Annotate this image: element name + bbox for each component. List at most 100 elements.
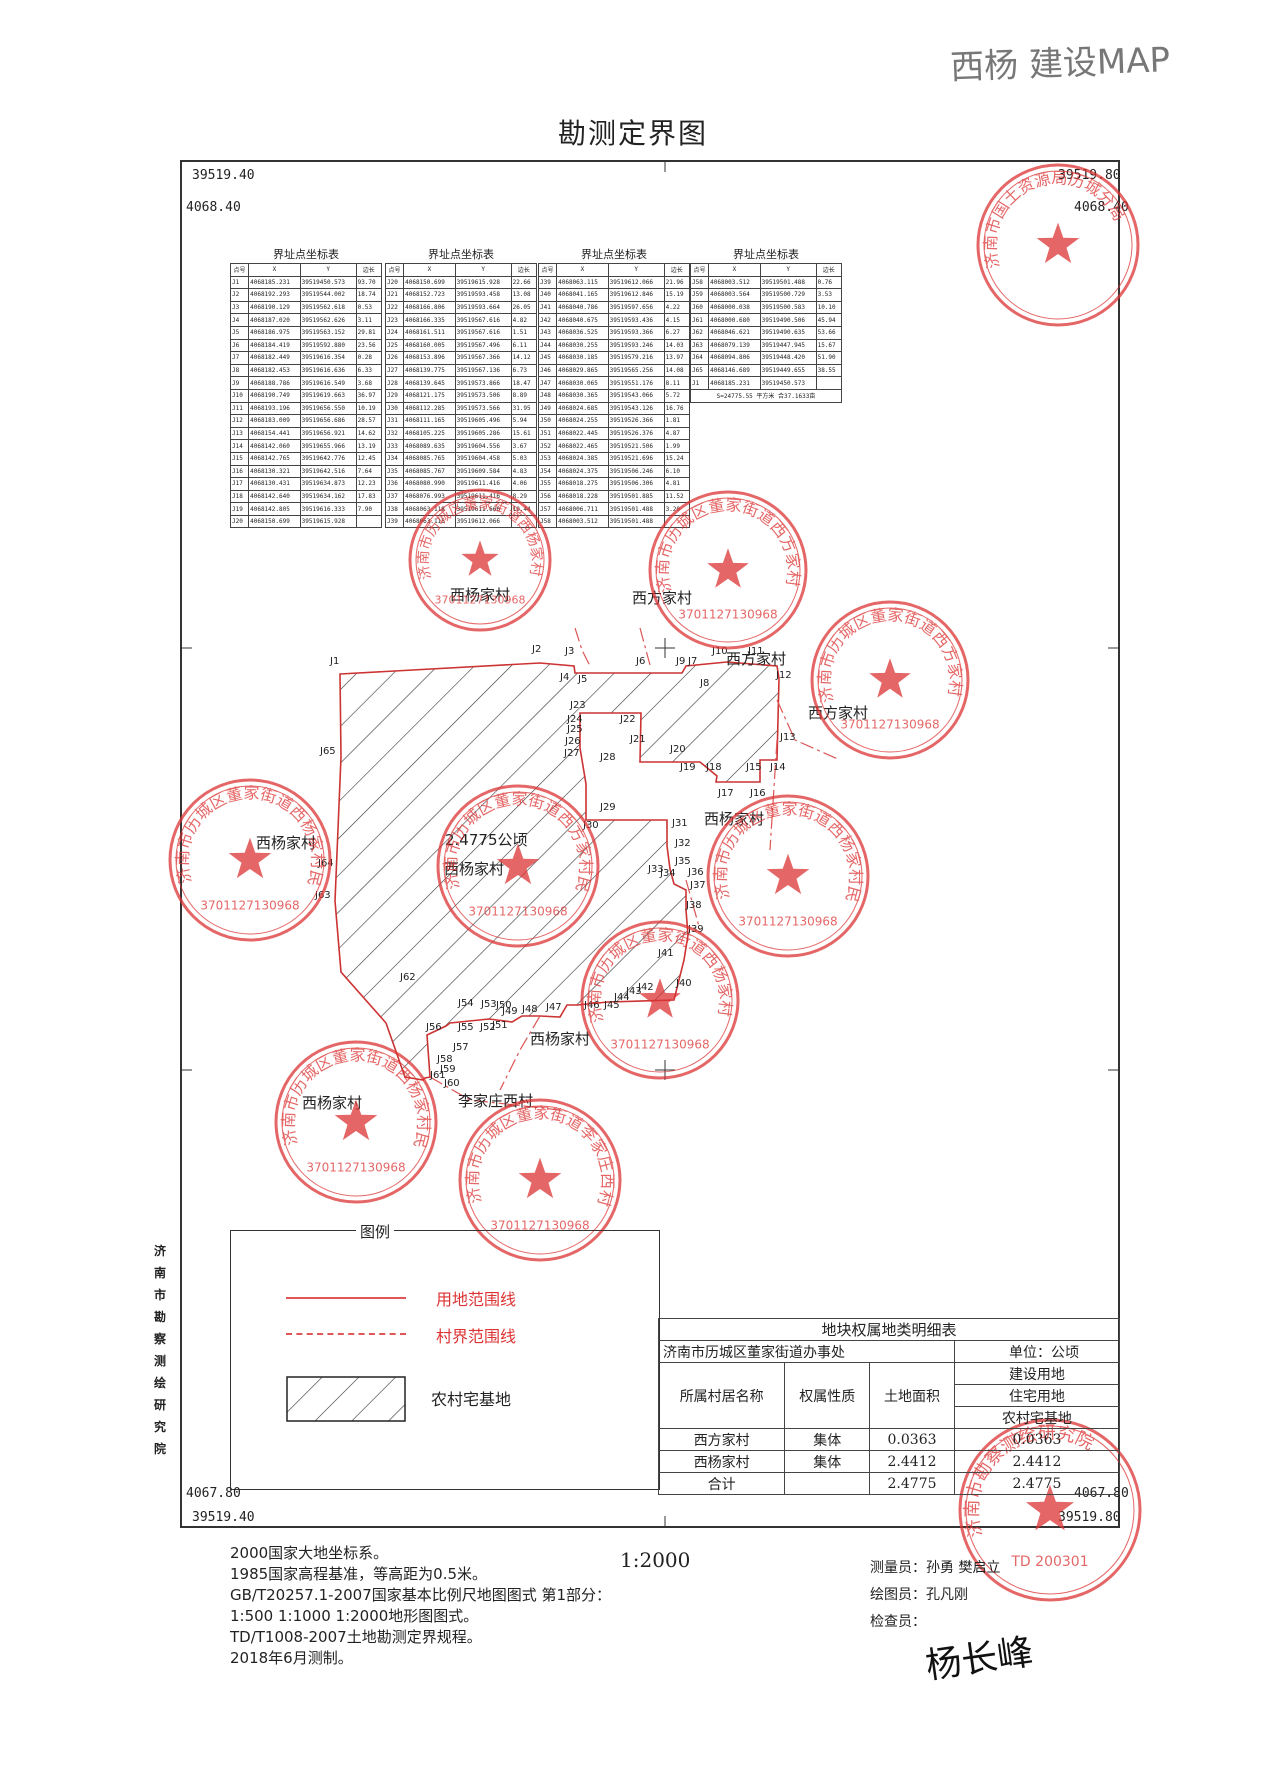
boundary-point-label: J37 xyxy=(689,880,706,891)
cell: 1.51 xyxy=(510,325,538,340)
village-label: 西杨家村 xyxy=(530,1030,590,1048)
boundary-point-label: J7 xyxy=(687,656,697,667)
boundary-point-label: J46 xyxy=(583,1000,600,1011)
staff-inspector: 检查员： xyxy=(870,1614,926,1630)
village-label: 西方家村 xyxy=(726,650,786,668)
boundary-point-label: J24 xyxy=(566,714,583,725)
svg-text:3701127130968: 3701127130968 xyxy=(468,905,567,919)
cell: J40 xyxy=(537,288,558,302)
boundary-point-label: J60 xyxy=(443,1078,460,1089)
star-icon xyxy=(1036,222,1080,264)
cell: 14.12 xyxy=(510,351,538,365)
cell: 39519612.066 xyxy=(454,514,512,529)
boundary-point-label: J8 xyxy=(699,678,709,689)
cell: 45.94 xyxy=(815,313,843,327)
cell: J20 xyxy=(229,514,250,529)
legend-item-homestead: 农村宅基地 xyxy=(431,1390,512,1409)
star-icon xyxy=(707,548,749,588)
boundary-point-label: J59 xyxy=(439,1064,456,1075)
boundary-point-label: J14 xyxy=(769,762,786,773)
boundary-point-label: J62 xyxy=(399,972,416,983)
boundary-point-label: J47 xyxy=(545,1002,562,1013)
boundary-point-label: J16 xyxy=(749,788,766,799)
village-label: 西杨家村 xyxy=(256,834,316,852)
star-icon xyxy=(639,978,681,1018)
boundary-point-label: J23 xyxy=(569,700,586,711)
cell: J7 xyxy=(229,351,250,365)
ownership-org: 济南市历城区董家街道办事处 xyxy=(658,1340,955,1363)
cell: 15.67 xyxy=(815,338,843,353)
footer-note: 1985国家高程基准，等高距为0.5米。 xyxy=(230,1565,488,1583)
table-row: 西杨家村 集体 2.4412 2.4412 xyxy=(657,1450,1121,1473)
star-icon xyxy=(518,1157,562,1199)
legend-hatch-swatch xyxy=(286,1376,406,1422)
official-stamp: 济南市历城区董家街道西方家村民委员会3701127130968 xyxy=(0,0,808,650)
boundary-point-label: J21 xyxy=(629,734,646,745)
boundary-point-label: J43 xyxy=(625,986,642,997)
official-stamp: 济南市历城区董家街道西杨家村民委员会3701127130968 xyxy=(0,0,332,942)
svg-text:3701127130968: 3701127130968 xyxy=(840,717,939,731)
cell: J41 xyxy=(537,300,558,315)
boundary-point-label: J28 xyxy=(599,752,616,763)
cell: 6.27 xyxy=(663,325,691,340)
boundary-point-label: J40 xyxy=(675,978,692,989)
svg-text:3701127130968: 3701127130968 xyxy=(200,899,299,913)
boundary-point-label: J15 xyxy=(745,762,762,773)
boundary-point-label: J5 xyxy=(577,674,587,685)
boundary-point-label: J3 xyxy=(564,646,574,657)
boundary-point-label: J64 xyxy=(317,858,334,869)
footer-note: 2018年6月测制。 xyxy=(230,1649,353,1667)
table-row: 西方家村 集体 0.0363 0.0363 xyxy=(657,1428,1121,1451)
cell: J51 xyxy=(537,426,558,441)
svg-text:3701127130968: 3701127130968 xyxy=(306,1161,405,1175)
legend-line-solid xyxy=(286,1297,406,1299)
boundary-point-label: J65 xyxy=(319,746,336,757)
cell: J65 xyxy=(689,363,710,378)
boundary-point-label: J35 xyxy=(674,856,691,867)
area-summary: S=24775.55 平方米 合37.1633亩 xyxy=(690,388,842,403)
boundary-point-label: J36 xyxy=(687,867,704,878)
cell: 集体 xyxy=(784,1450,871,1473)
legend-box: 图例 用地范围线 村界范围线 农村宅基地 xyxy=(230,1221,660,1490)
svg-text:济南市历城区董家街道西杨家村民委员会: 济南市历城区董家街道西杨家村民委员会 xyxy=(0,0,545,581)
footer-note: 1:500 1:1000 1:2000地形图图式。 xyxy=(230,1607,479,1625)
svg-text:3701127130968: 3701127130968 xyxy=(678,607,777,621)
boundary-point-label: J30 xyxy=(582,820,599,831)
boundary-point-label: J33 xyxy=(647,864,664,875)
ownership-unit: 单位：公顷 xyxy=(953,1340,1121,1363)
point-table-caption: 界址点坐标表 xyxy=(733,248,799,261)
cell: 0.0363 xyxy=(953,1428,1121,1451)
boundary-point-label: J18 xyxy=(705,762,722,773)
boundary-point-label: J17 xyxy=(717,788,734,799)
footer-note: 2000国家大地坐标系。 xyxy=(230,1544,389,1562)
cell: J54 xyxy=(537,464,558,479)
coord-top-left-y: 4068.40 xyxy=(186,200,241,215)
point-table-caption: 界址点坐标表 xyxy=(428,248,494,261)
star-icon xyxy=(496,843,540,885)
cell: 集体 xyxy=(784,1428,871,1451)
cell: J39 xyxy=(384,514,405,529)
cell: J25 xyxy=(384,338,405,353)
boundary-point-label: J25 xyxy=(566,724,583,735)
village-label: 西杨家村 xyxy=(444,860,504,878)
boundary-point-label: J31 xyxy=(671,818,688,829)
star-icon xyxy=(334,1099,378,1141)
